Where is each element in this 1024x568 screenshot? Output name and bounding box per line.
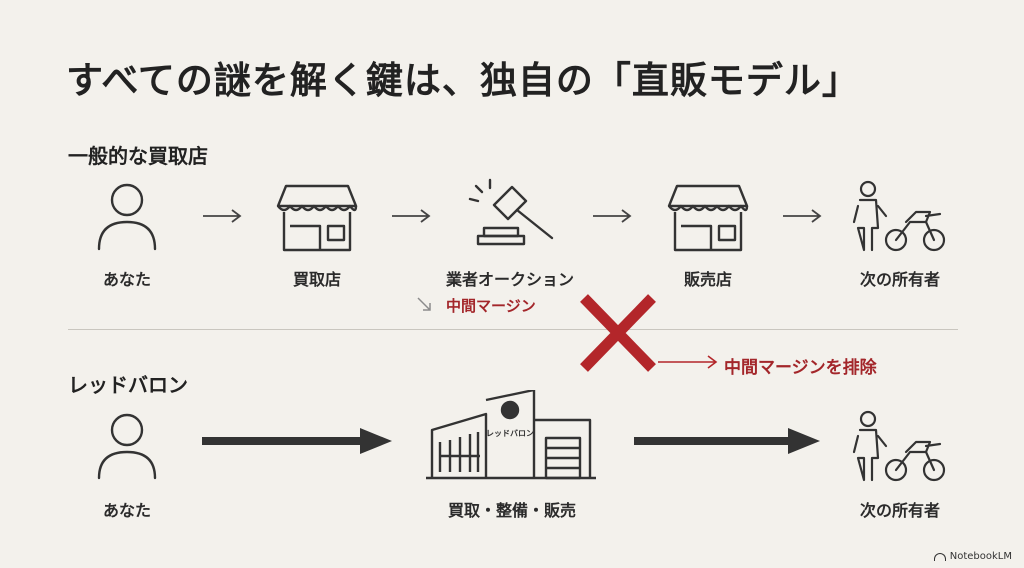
storefront-icon xyxy=(276,184,358,252)
eliminate-x-icon xyxy=(580,294,718,372)
node-label: あなた xyxy=(102,501,152,520)
node-label: 買取店 xyxy=(292,270,342,289)
arrow-icon xyxy=(203,209,242,223)
eliminate-note: 中間マージンを排除 xyxy=(724,358,877,378)
node-label: 業者オークション xyxy=(445,270,575,289)
node-label: あなた xyxy=(102,270,152,289)
redbaron-flow-diagram: レッドバロン xyxy=(97,390,946,482)
node-label: 次の所有者 xyxy=(859,501,941,520)
small-down-right-arrow-icon xyxy=(417,297,431,311)
auction-gavel-icon xyxy=(468,178,554,246)
node-label: 販売店 xyxy=(683,270,733,289)
margin-note: 中間マージン xyxy=(446,297,536,315)
thick-arrow-icon xyxy=(202,428,392,454)
section-label-redbaron: レッドバロン xyxy=(68,373,188,397)
node-label: 買取・整備・販売 xyxy=(447,501,577,520)
general-flow-diagram xyxy=(97,178,946,252)
arrow-icon xyxy=(783,209,822,223)
person-icon xyxy=(97,183,157,251)
person-with-motorcycle-icon xyxy=(852,410,946,482)
person-icon xyxy=(97,413,157,480)
section-label-general: 一般的な買取店 xyxy=(68,144,208,168)
thick-arrow-icon xyxy=(634,428,820,454)
building-sign: レッドバロン xyxy=(486,429,534,438)
watermark: NotebookLM xyxy=(933,551,1012,562)
node-label: 次の所有者 xyxy=(859,270,941,289)
notebooklm-logo-icon xyxy=(933,552,946,561)
storefront-icon xyxy=(667,184,749,252)
redbaron-building-icon xyxy=(426,390,596,480)
arrow-icon xyxy=(593,209,632,223)
person-with-motorcycle-icon xyxy=(852,180,946,252)
page-title: すべての謎を解く鍵は、独自の「直販モデル」 xyxy=(66,58,860,102)
section-divider xyxy=(68,329,958,330)
arrow-icon xyxy=(392,209,431,223)
watermark-text: NotebookLM xyxy=(949,551,1012,562)
